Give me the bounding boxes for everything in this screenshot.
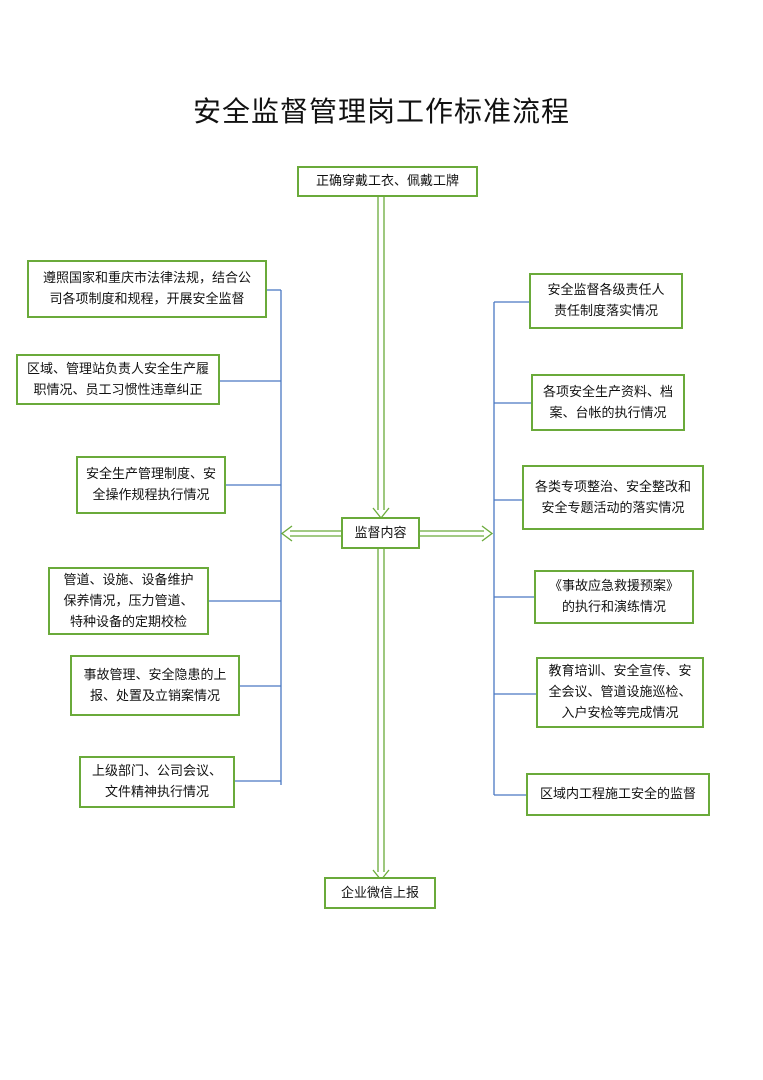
center-box: 监督内容 — [341, 517, 420, 549]
right-item-line: 区域内工程施工安全的监督 — [539, 787, 696, 802]
right-item-box: 安全监督各级责任人 责任制度落实情况 — [529, 273, 683, 329]
right-item-line: 责任制度落实情况 — [553, 304, 658, 319]
left-item-box: 事故管理、安全隐患的上 报、处置及立销案情况 — [70, 655, 240, 716]
left-item-line: 特种设备的定期校检 — [69, 614, 187, 630]
left-item-line: 上级部门、公司会议、 — [91, 764, 222, 779]
left-item-line: 文件精神执行情况 — [104, 785, 209, 800]
left-item-line: 区域、管理站负责人安全生产履 — [26, 361, 209, 377]
left-item-line: 全操作规程执行情况 — [92, 488, 210, 503]
right-item-box: 区域内工程施工安全的监督 — [526, 773, 710, 816]
top-step-box: 正确穿戴工衣、佩戴工牌 — [297, 166, 478, 197]
right-item-line: 教育培训、安全宣传、安 — [548, 664, 692, 679]
bottom-step-box: 企业微信上报 — [324, 877, 436, 909]
right-item-line: 各项安全生产资料、档 — [542, 384, 673, 400]
left-item-line: 职情况、员工习惯性违章纠正 — [33, 382, 203, 398]
page-title: 安全监督管理岗工作标准流程 — [192, 95, 570, 128]
left-item-line: 报、处置及立销案情况 — [89, 688, 220, 704]
right-item-line: 安全监督各级责任人 — [547, 283, 665, 298]
right-item-line: 全会议、管道设施巡检、 — [548, 685, 692, 700]
right-item-box: 教育培训、安全宣传、安 全会议、管道设施巡检、 入户安检等完成情况 — [536, 657, 704, 728]
right-item-line: 案、台帐的执行情况 — [549, 405, 667, 421]
right-item-line: 的执行和演练情况 — [561, 600, 666, 615]
arrow-top-to-center — [372, 195, 390, 520]
right-item-line: 各类专项整治、安全整改和 — [534, 479, 691, 495]
arrow-center-to-right — [420, 525, 494, 542]
bottom-step-label: 企业微信上报 — [340, 885, 419, 901]
left-item-box: 安全生产管理制度、安 全操作规程执行情况 — [76, 456, 226, 514]
right-item-line: 入户安检等完成情况 — [561, 706, 679, 721]
right-item-box: 《事故应急救援预案》 的执行和演练情况 — [534, 570, 694, 624]
left-item-line: 事故管理、安全隐患的上 — [83, 667, 227, 683]
right-item-box: 各项安全生产资料、档 案、台帐的执行情况 — [531, 374, 685, 431]
left-item-box: 上级部门、公司会议、 文件精神执行情况 — [79, 756, 235, 808]
right-item-box: 各类专项整治、安全整改和 安全专题活动的落实情况 — [522, 465, 704, 530]
arrow-center-to-left — [280, 525, 341, 542]
left-item-line: 管道、设施、设备维护 — [63, 572, 194, 588]
left-item-box: 管道、设施、设备维护 保养情况，压力管道、 特种设备的定期校检 — [48, 567, 209, 635]
left-item-box: 区域、管理站负责人安全生产履 职情况、员工习惯性违章纠正 — [16, 354, 220, 405]
left-item-line: 司各项制度和规程，开展安全监督 — [49, 292, 245, 307]
left-item-line: 遵照国家和重庆市法律法规，结合公 — [42, 271, 251, 286]
left-item-box: 遵照国家和重庆市法律法规，结合公 司各项制度和规程，开展安全监督 — [27, 260, 267, 318]
top-step-label: 正确穿戴工衣、佩戴工牌 — [315, 174, 459, 189]
center-label: 监督内容 — [354, 525, 407, 541]
right-item-line: 安全专题活动的落实情况 — [541, 500, 685, 516]
right-item-line: 《事故应急救援预案》 — [548, 579, 679, 594]
left-item-line: 安全生产管理制度、安 — [85, 467, 216, 482]
arrow-center-to-bottom — [372, 548, 390, 882]
left-item-line: 保养情况，压力管道、 — [63, 593, 194, 609]
